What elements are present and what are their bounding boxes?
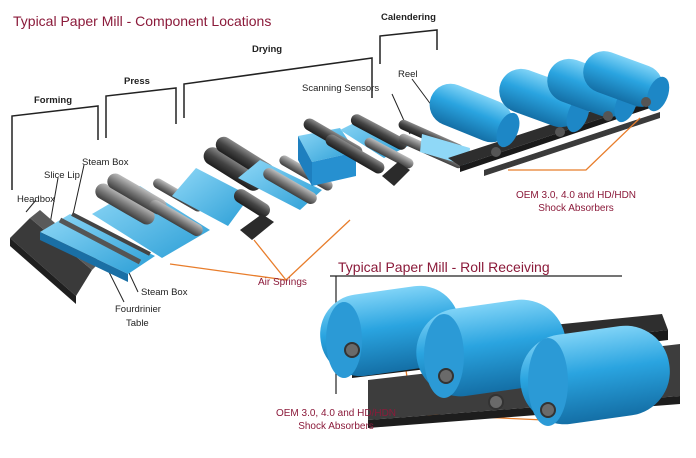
bracket-calendering (380, 30, 437, 64)
callout-shock-inset-line1: OEM 3.0, 4.0 and HD/HDN (266, 408, 406, 421)
section-label-drying: Drying (252, 45, 282, 55)
callout-air-springs: Air Springs (258, 277, 307, 290)
section-label-calendering: Calendering (381, 13, 436, 23)
callout-shock-main-line2: Shock Absorbers (506, 203, 646, 216)
section-label-press: Press (124, 77, 150, 87)
label-slice-lip: Slice Lip (44, 171, 80, 181)
callout-shock-inset-line2: Shock Absorbers (266, 421, 406, 434)
bracket-press (106, 88, 176, 138)
main-title: Typical Paper Mill - Component Locations (13, 14, 271, 28)
label-fourdrinier-table: Table (126, 319, 149, 329)
label-steam-box-top: Steam Box (82, 158, 128, 168)
air-springs-leader-3 (254, 240, 286, 280)
callout-shock-inset: OEM 3.0, 4.0 and HD/HDN Shock Absorbers (266, 408, 406, 433)
callout-shock-main: OEM 3.0, 4.0 and HD/HDN Shock Absorbers (506, 190, 646, 215)
inset-title: Typical Paper Mill - Roll Receiving (338, 260, 550, 274)
label-fourdrinier: Fourdrinier (115, 305, 161, 315)
label-steam-box-bottom: Steam Box (141, 288, 187, 298)
label-reel: Reel (398, 70, 418, 80)
roll-receiving-inset (315, 276, 680, 430)
section-label-forming: Forming (34, 96, 72, 106)
label-scanning-sensors: Scanning Sensors (302, 84, 379, 94)
label-headbox: Headbox (17, 195, 55, 205)
callout-shock-main-line1: OEM 3.0, 4.0 and HD/HDN (506, 190, 646, 203)
